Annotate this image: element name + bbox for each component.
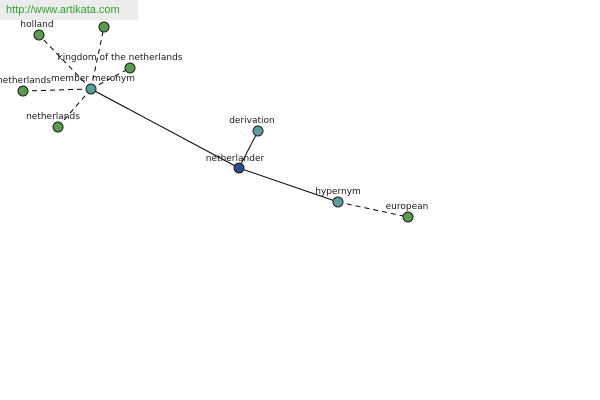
edge-netherlander-to-hypernym: [238, 167, 339, 203]
label-netherlands-below: netherlands: [26, 112, 80, 122]
edge-hypernym-to-european: [337, 201, 409, 218]
node-netherlands-left[interactable]: [17, 85, 29, 97]
label-member-meronym: member meronym: [51, 74, 135, 84]
node-netherlander[interactable]: [233, 162, 245, 174]
graph-edges: [22, 26, 409, 218]
node-european[interactable]: [402, 211, 414, 223]
graph-nodes: [17, 21, 414, 223]
label-european: european: [386, 202, 429, 212]
edge-member-meronym-to-unlabeled-leaf: [90, 26, 105, 90]
site-url-banner[interactable]: http://www.artikata.com: [0, 0, 138, 20]
label-netherlands-left: netherlands: [0, 76, 51, 86]
node-holland[interactable]: [33, 29, 45, 41]
label-derivation: derivation: [229, 116, 275, 126]
edge-netherlander-to-member-meronym: [90, 88, 240, 169]
node-hypernym[interactable]: [332, 196, 344, 208]
edge-netherlander-to-derivation: [238, 130, 259, 169]
edge-member-meronym-to-holland: [38, 34, 92, 90]
graph-labels: netherlander member meronym derivation hype…: [0, 20, 428, 212]
node-member-meronym[interactable]: [85, 83, 97, 95]
node-derivation[interactable]: [252, 125, 264, 137]
node-netherlands-below[interactable]: [52, 121, 64, 133]
edge-member-meronym-to-netherlands-left: [22, 88, 92, 92]
node-kingdom-of-the-netherlands[interactable]: [124, 62, 136, 74]
label-netherlander: netherlander: [206, 154, 265, 164]
edge-member-meronym-to-kingdom-of-the-netherlands: [90, 67, 131, 90]
label-kingdom-of-the-netherlands: kingdom of the netherlands: [58, 53, 183, 63]
node-unlabeled-leaf[interactable]: [98, 21, 110, 33]
label-hypernym: hypernym: [315, 187, 361, 197]
label-holland: holland: [20, 20, 53, 30]
